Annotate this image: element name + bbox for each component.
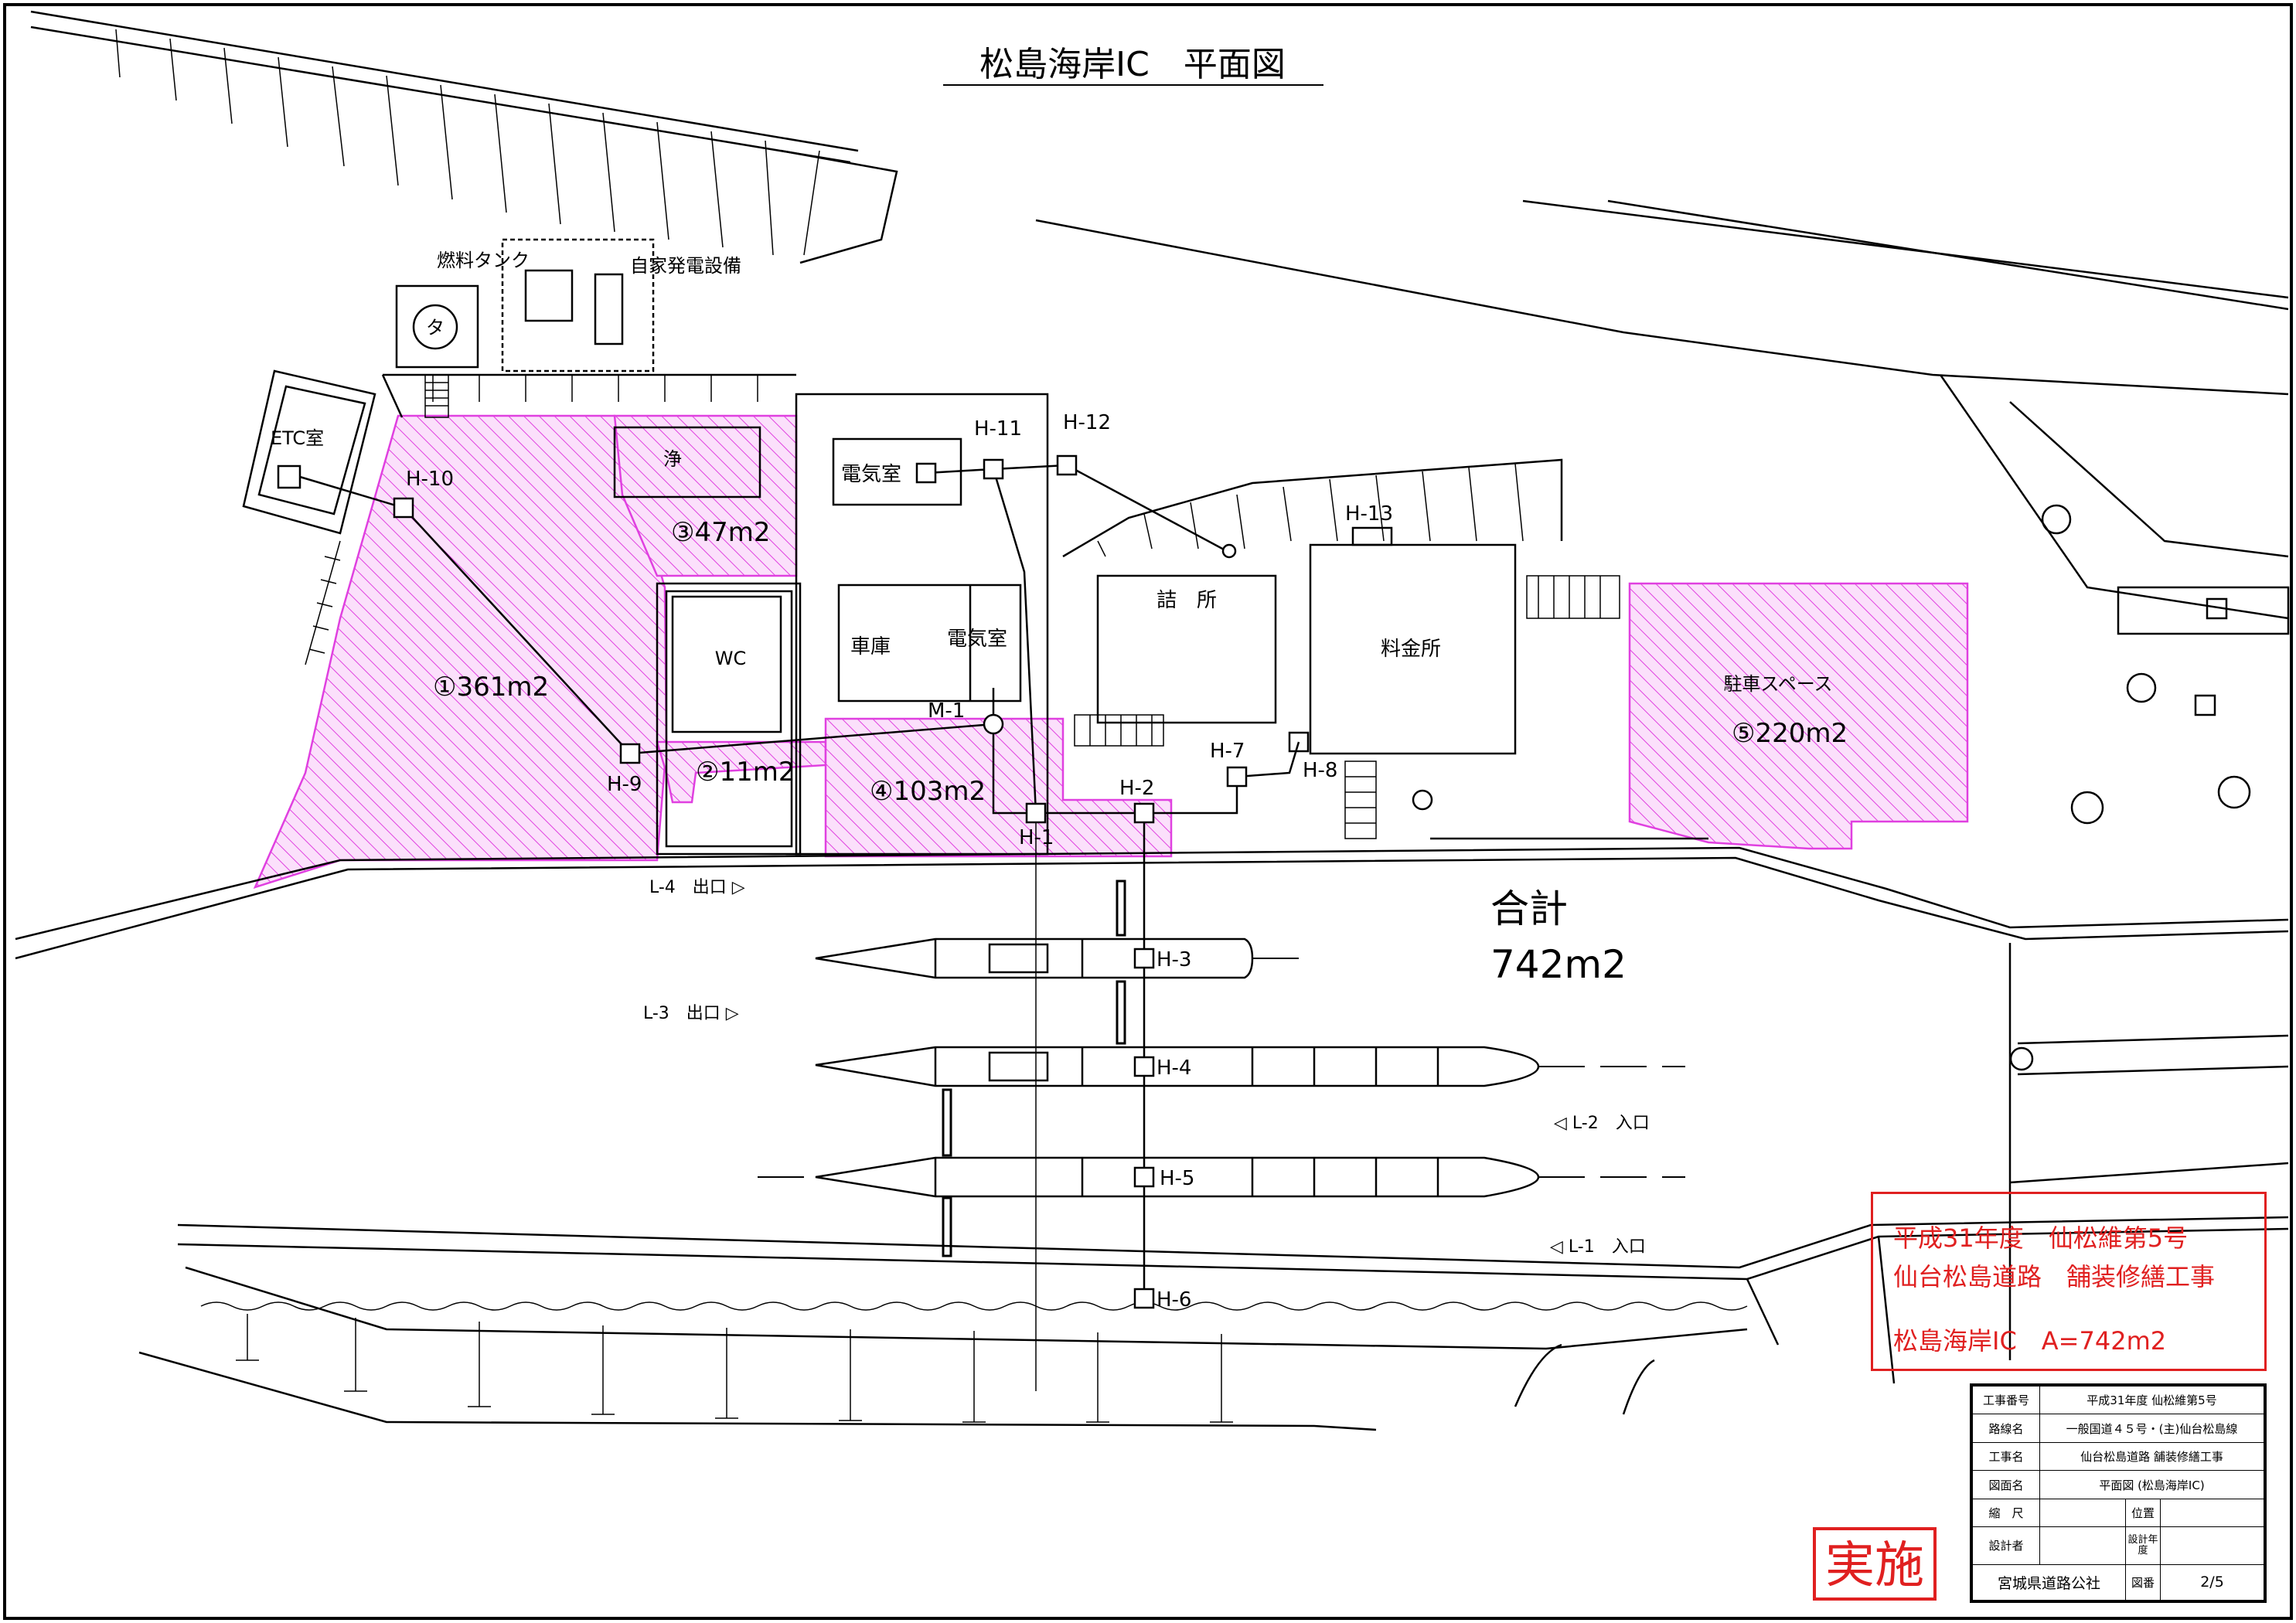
node-h2: [1133, 802, 1155, 824]
area-3-label: ③47m2: [671, 517, 771, 548]
area-1-label: ①361m2: [433, 672, 549, 703]
tank-symbol-circle: [412, 304, 458, 350]
tb-design-year-value: [2160, 1526, 2264, 1565]
tb-designer-value: [2039, 1526, 2126, 1565]
tb-sheet-label: 図番: [2125, 1563, 2161, 1601]
tb-value-4: 平面図 (松島海岸IC): [2039, 1470, 2264, 1499]
title-block-table: 工事番号 平成31年度 仙松維第5号 路線名 一般国道４５号・(主)仙台松島線 …: [1972, 1385, 2264, 1601]
lane-label-l1: ◁ L-1 入口: [1550, 1237, 1646, 1257]
project-info-box: 平成31年度 仙松維第5号 仙台松島道路 舗装修繕工事 松島海岸IC A=742…: [1871, 1192, 2267, 1371]
drain-nodes: [393, 454, 1248, 1309]
tb-position-label: 位置: [2125, 1498, 2161, 1528]
node-label-h6: H-6: [1157, 1288, 1191, 1312]
node-h5: [1133, 1166, 1155, 1188]
guard-post-box: [1096, 574, 1277, 724]
node-h7: [1226, 766, 1248, 788]
tb-scale-value: [2039, 1498, 2126, 1528]
node-label-h9: H-9: [607, 773, 642, 796]
structures: [15, 10, 2290, 1431]
node-label-h13: H-13: [1345, 502, 1393, 526]
drain-lines: [299, 464, 1300, 1391]
label-etc-room: ETC室: [271, 427, 324, 449]
label-electric-room-upper: 電気室: [841, 463, 901, 486]
sheet-border: [3, 3, 2293, 1620]
tb-design-year-label: 設計年度: [2125, 1526, 2161, 1565]
node-m1: [983, 713, 1004, 735]
area-2-label: ②11m2: [696, 757, 795, 788]
label-guard-post: 詰 所: [1157, 589, 1217, 612]
node-h11: [983, 458, 1004, 480]
tb-sheet-no: 2/5: [2160, 1563, 2264, 1601]
node-h9: [619, 743, 641, 764]
label-parking: 駐車スペース: [1723, 673, 1832, 695]
project-line-3: 松島海岸IC A=742m2: [1893, 1326, 2167, 1356]
tb-value-1: 平成31年度 仙松維第5号: [2039, 1385, 2264, 1415]
tb-scale-label: 縮 尺: [1972, 1498, 2040, 1528]
lane-label-l4: L-4 出口 ▷: [649, 878, 745, 897]
paving-areas: [253, 414, 1969, 890]
tb-label-4: 図面名: [1972, 1470, 2040, 1499]
node-label-h12: H-12: [1063, 411, 1111, 434]
generator-enclosure: [501, 238, 655, 373]
label-generator: 自家発電設備: [630, 255, 741, 277]
total-label: 合計: [1490, 886, 1568, 931]
node-label-h5: H-5: [1160, 1167, 1194, 1190]
label-septic: 浄: [663, 448, 682, 470]
node-h10: [393, 497, 414, 519]
garage-box: [837, 584, 1022, 703]
label-garage: 車庫: [850, 635, 891, 658]
node-h1: [1025, 802, 1047, 824]
tb-company: 宮城県道路公社: [1972, 1563, 2126, 1601]
tb-label-3: 工事名: [1972, 1441, 2040, 1472]
area-5-label: ⑤220m2: [1732, 718, 1848, 749]
etc-room-box: [242, 369, 376, 535]
drawing-title: 松島海岸IC 平面図: [979, 45, 1286, 84]
tb-value-2: 一般国道４５号・(主)仙台松島線: [2039, 1414, 2264, 1443]
tb-label-2: 路線名: [1972, 1414, 2040, 1443]
node-h12: [1056, 454, 1078, 476]
node-label-m1: M-1: [928, 699, 965, 723]
node-label-h3: H-3: [1157, 948, 1191, 971]
lane-label-l3: L-3 出口 ▷: [643, 1004, 739, 1023]
tb-position-value: [2160, 1498, 2264, 1528]
node-label-h7: H-7: [1210, 740, 1245, 763]
tb-label-1: 工事番号: [1972, 1385, 2040, 1415]
label-electric-room-lower: 電気室: [947, 628, 1007, 651]
node-label-h10: H-10: [406, 468, 454, 491]
area-3-shape: [613, 414, 798, 577]
tb-value-3: 仙台松島道路 舗装修繕工事: [2039, 1441, 2264, 1472]
node-label-h8: H-8: [1303, 759, 1337, 782]
node-label-h1: H-1: [1019, 826, 1054, 849]
label-fuel-tank: 燃料タンク: [437, 250, 530, 271]
title-block: 工事番号 平成31年度 仙松維第5号 路線名 一般国道４５号・(主)仙台松島線 …: [1970, 1383, 2267, 1603]
fuel-tank-box: [395, 284, 479, 369]
label-wc: WC: [715, 648, 747, 669]
node-h3: [1133, 948, 1155, 969]
node-label-h2: H-2: [1119, 777, 1154, 800]
tb-designer-label: 設計者: [1972, 1526, 2040, 1565]
project-line-1: 平成31年度 仙松維第5号: [1893, 1223, 2189, 1253]
plan-labels: 燃料タンク 自家発電設備 タ ETC室 浄 電気室 車庫 電気室 WC 詰 所 …: [271, 250, 1848, 1312]
area-5-shape: [1628, 582, 1969, 850]
label-toll-booth: 料金所: [1381, 638, 1441, 661]
lane-label-l2: ◁ L-2 入口: [1554, 1114, 1650, 1133]
label-tank-symbol: タ: [426, 317, 445, 339]
area-4-label: ④103m2: [870, 776, 986, 807]
node-h6: [1133, 1288, 1155, 1309]
total-value: 742m2: [1490, 942, 1627, 987]
approval-stamp: 実施: [1813, 1527, 1937, 1601]
project-line-2: 仙台松島道路 舗装修繕工事: [1893, 1262, 2216, 1291]
septic-box: [613, 426, 761, 498]
node-label-h4: H-4: [1157, 1056, 1191, 1080]
toll-booth-box: [1309, 543, 1517, 755]
wc-building: [656, 582, 802, 856]
node-h4: [1133, 1056, 1155, 1077]
node-label-h11: H-11: [974, 417, 1022, 441]
